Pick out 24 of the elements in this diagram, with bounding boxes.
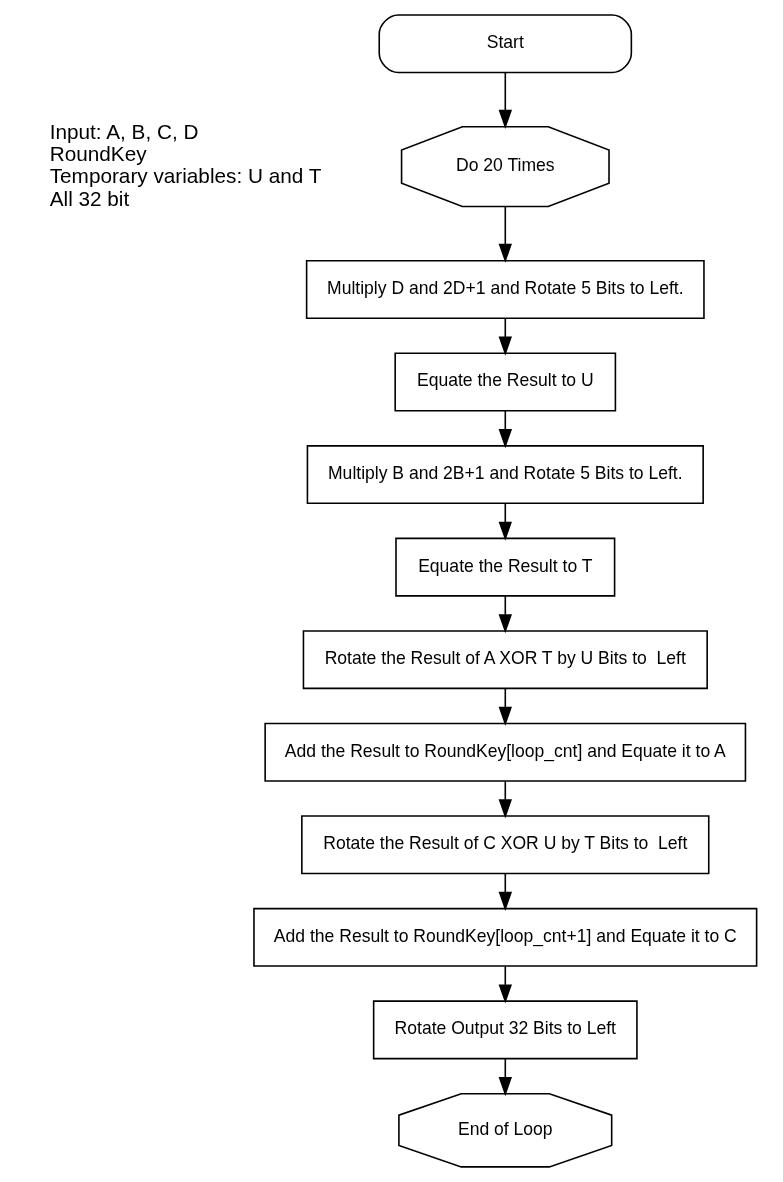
node-box: Equate the Result to U [393, 352, 616, 412]
arrow [498, 317, 512, 356]
node-box: Rotate the Result of A XOR T by U Bits to Left [302, 630, 708, 690]
node-box: Add the Result to RoundKey[loop_cnt] and Equate it to A [263, 722, 746, 782]
label: All 32 bit [49, 186, 129, 210]
arrow [498, 687, 512, 726]
node-box: Start [377, 14, 632, 74]
arrow [498, 205, 512, 263]
arrow [498, 410, 512, 449]
arrow [498, 872, 512, 912]
arrow [498, 1058, 512, 1097]
arrow [498, 595, 512, 634]
arrow [498, 502, 512, 541]
arrow [498, 965, 512, 1004]
node-box: Add the Result to RoundKey[loop_cnt+1] and Equate it to C [252, 907, 757, 967]
arrow [498, 71, 512, 130]
node-box: Equate the Result to T [394, 537, 615, 597]
label: Input: A, B, C, D [49, 119, 198, 143]
node-box: Rotate Output 32 Bits to Left [372, 1000, 638, 1060]
node-box: Rotate the Result of C XOR U by T Bits to Left [300, 815, 710, 875]
arrow [498, 780, 512, 819]
node-box: Multiply D and 2D+1 and Rotate 5 Bits to Left. [305, 259, 705, 319]
label: Temporary variables: U and T [49, 164, 321, 188]
node-box: Multiply B and 2B+1 and Rotate 5 Bits to Left. [306, 445, 704, 505]
